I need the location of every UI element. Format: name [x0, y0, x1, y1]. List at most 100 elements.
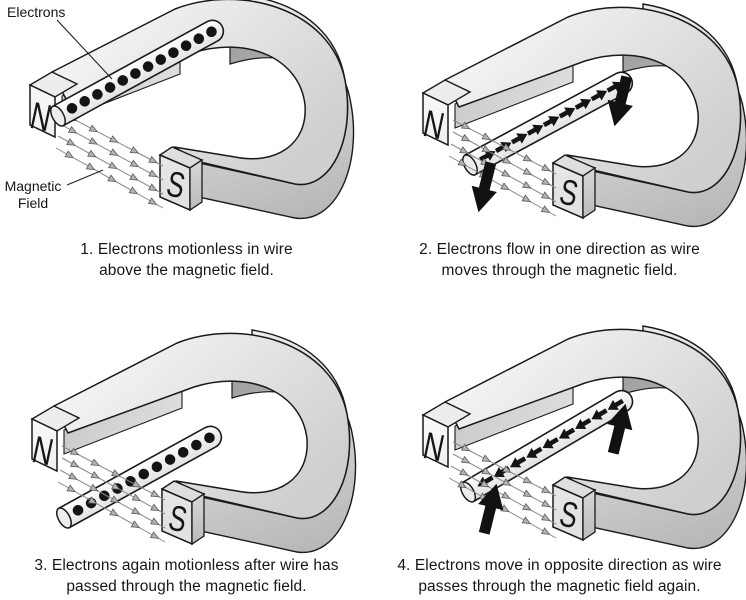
field-arrowhead [522, 502, 532, 511]
field-arrowhead [459, 146, 469, 154]
magnet-diagram-4: NS [420, 325, 746, 549]
field-arrowhead [481, 454, 492, 462]
field-arrowhead [131, 506, 141, 515]
field-arrowhead [110, 495, 120, 503]
caption-2: 2. Electrons flow in one direction as wi… [379, 239, 740, 281]
wire-motion-arrow-down [607, 75, 633, 127]
horseshoe-magnet: NS [420, 3, 746, 227]
magnet-diagram-2: NS [420, 3, 746, 227]
field-arrowhead [147, 197, 158, 205]
wire-motion-arrow-up [607, 403, 633, 455]
magnetic-field-lines [448, 119, 557, 217]
horseshoe-magnet: NS [29, 329, 357, 553]
field-arrowhead [69, 459, 80, 468]
south-pole-side [191, 492, 205, 546]
field-arrowhead [500, 182, 510, 191]
field-arrowhead [460, 121, 471, 130]
field-arrowhead [148, 169, 158, 178]
electron-dot [191, 439, 202, 451]
magnetic-field-lines [448, 441, 557, 539]
horseshoe-magnet: NS [420, 325, 746, 549]
field-arrowhead [148, 183, 158, 192]
electron-flow-arrow [494, 142, 512, 153]
caption-4-line2: passes through the magnetic field again. [418, 578, 701, 595]
electron-flow-arrow [590, 90, 608, 102]
caption-2-line1: 2. Electrons flow in one direction as wi… [419, 241, 700, 258]
magnet-diagram-3: NS [29, 329, 357, 553]
field-arrowhead [130, 520, 141, 529]
electron-flow-arrow [591, 408, 608, 420]
field-arrowhead [522, 476, 533, 484]
electron-dot [206, 26, 217, 38]
field-arrowhead [480, 479, 490, 488]
magnet-top-face [53, 332, 351, 520]
magnet-diagram-1: NS [27, 0, 355, 219]
electron-dot [151, 461, 163, 473]
magnetic-field-label-line2: Field [17, 195, 49, 211]
field-arrowhead [150, 517, 160, 526]
field-arrowhead [150, 489, 160, 498]
electron-dot [79, 96, 91, 107]
field-arrowhead [502, 465, 512, 473]
electron-dot [193, 33, 205, 45]
field-arrowhead [540, 527, 551, 535]
field-arrowhead [131, 480, 142, 488]
electron-dot [92, 89, 103, 100]
field-arrowhead [67, 125, 78, 134]
electron-flow-arrow [510, 456, 527, 468]
field-arrowhead [501, 169, 511, 177]
south-pole-side [189, 158, 203, 212]
north-pole-face [31, 417, 58, 473]
field-arrowhead [87, 496, 98, 505]
field-arrowhead [502, 156, 512, 164]
electron-flow-arrow [607, 398, 624, 410]
south-pole-side [582, 488, 596, 542]
electron-dot [180, 40, 192, 51]
field-arrowhead [540, 205, 551, 213]
field-arrowhead [460, 443, 471, 452]
caption-1: 1. Electrons motionless in wire above th… [6, 239, 367, 281]
south-pole-side [582, 166, 596, 220]
electron-flow-arrow [558, 107, 576, 119]
wire [56, 425, 223, 529]
electron-dot [168, 47, 179, 58]
field-arrowhead [128, 186, 139, 195]
magnet-top-face [51, 0, 349, 186]
field-arrowhead [85, 162, 96, 171]
electron-flow-arrow [575, 418, 592, 430]
field-arrowhead [541, 499, 551, 508]
field-arrowhead [457, 480, 467, 489]
electron-flow-arrow [542, 437, 559, 449]
electron-flow-arrow [574, 98, 592, 110]
field-arrowhead [460, 455, 471, 464]
field-arrowhead [149, 531, 160, 539]
magnetic-field-lines [57, 445, 166, 543]
field-arrowhead [64, 150, 74, 159]
caption-1-line2: above the magnetic field. [99, 262, 274, 279]
field-arrowhead [129, 159, 140, 168]
magnetic-field-lines [55, 111, 164, 209]
field-arrowhead [89, 483, 99, 492]
field-arrowhead [457, 158, 467, 167]
field-arrowhead [541, 177, 551, 186]
field-arrowhead [69, 447, 80, 456]
field-arrowhead [88, 124, 99, 132]
electron-flow-arrow [510, 133, 528, 145]
wire-motion-arrow-up [478, 483, 504, 535]
field-arrowhead [111, 482, 121, 490]
electron-dot [66, 103, 78, 114]
field-arrowhead [129, 146, 140, 154]
field-arrowhead [502, 478, 512, 486]
field-arrowhead [131, 493, 142, 502]
field-arrowhead [66, 138, 76, 146]
magnetic-field-label-line1: Magnetic [4, 178, 62, 194]
field-arrowhead [541, 191, 551, 200]
field-arrowhead [90, 471, 101, 479]
electrons-pointer-line [56, 19, 113, 80]
north-pole-face [422, 413, 449, 469]
field-arrowhead [481, 145, 492, 153]
electron-flow-arrow [526, 124, 544, 136]
electron-flow-arrow [558, 427, 576, 439]
